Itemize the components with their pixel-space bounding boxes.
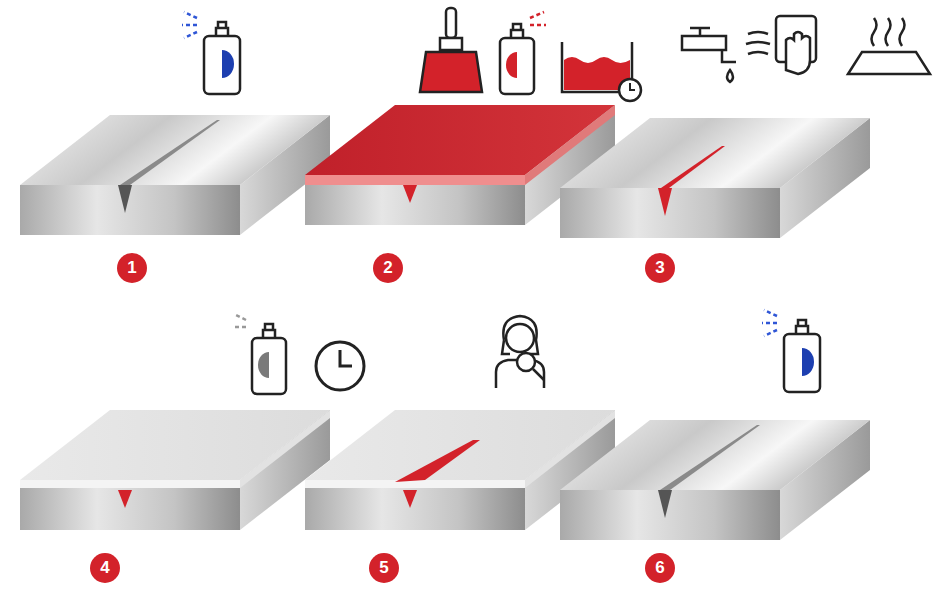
spray-can-red [500, 12, 546, 94]
block-top [305, 105, 615, 175]
developer-layer [20, 480, 240, 488]
developer-layer [305, 480, 525, 488]
block-top [305, 410, 615, 480]
block-front [560, 490, 780, 540]
callout-number: 3 [645, 253, 675, 283]
crack-notch [658, 490, 672, 518]
callout-number: 4 [90, 553, 120, 583]
clock-icon [316, 342, 364, 390]
crack-notch [403, 490, 417, 508]
spray-can-grey [232, 314, 286, 394]
metal-block [560, 420, 870, 540]
block-top [20, 410, 330, 480]
heat-plate [848, 18, 930, 74]
penetrant-in-crack [661, 146, 725, 188]
spray-can-blue [762, 310, 820, 392]
penetrant-indication [395, 440, 480, 482]
crack-notch [403, 185, 417, 203]
metal-block [20, 115, 330, 235]
block-front [20, 185, 240, 235]
callout-number: 5 [369, 553, 399, 583]
crack-notch [658, 188, 672, 216]
inspector-icon [496, 316, 544, 388]
metal-block [20, 410, 330, 530]
block-front [305, 480, 525, 530]
dip-bath [562, 42, 641, 101]
wiping-cloth [746, 16, 816, 74]
block-top [560, 118, 870, 188]
spray-can-blue [182, 12, 240, 94]
callout-number: 6 [645, 553, 675, 583]
brush-icon [420, 8, 482, 92]
surface-crack [660, 425, 760, 490]
block-front [305, 175, 525, 225]
metal-block [560, 118, 870, 238]
callout-number: 2 [373, 253, 403, 283]
callout-number: 1 [117, 253, 147, 283]
block-top [20, 115, 330, 185]
penetrant-layer [305, 175, 525, 185]
crack-notch [118, 490, 132, 508]
block-front [20, 480, 240, 530]
block-front [560, 188, 780, 238]
water-tap [682, 28, 736, 82]
crack-notch [118, 185, 132, 213]
surface-crack [120, 120, 220, 185]
block-top [560, 420, 870, 490]
